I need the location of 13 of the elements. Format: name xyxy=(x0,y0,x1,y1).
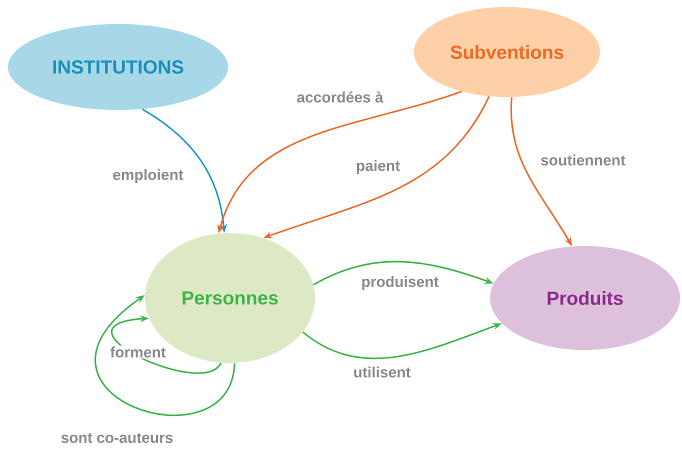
edge-label: utilisent xyxy=(352,366,412,378)
edge-label: accordées à xyxy=(296,90,384,104)
edge-label: produisent xyxy=(360,275,440,291)
ellipse-node: Subventions xyxy=(414,7,600,97)
ellipse-node: INSTITUTIONS xyxy=(8,24,228,110)
edge-label: paient xyxy=(354,159,402,175)
arrow xyxy=(94,295,236,416)
edge-label: forment xyxy=(109,346,167,358)
edge-label: sont co-auteurs xyxy=(60,432,174,444)
ellipse-node: Produits xyxy=(490,246,680,350)
edge-label: emploient xyxy=(112,168,184,184)
edge-label: soutiennent xyxy=(540,154,626,166)
arrow xyxy=(111,315,222,374)
